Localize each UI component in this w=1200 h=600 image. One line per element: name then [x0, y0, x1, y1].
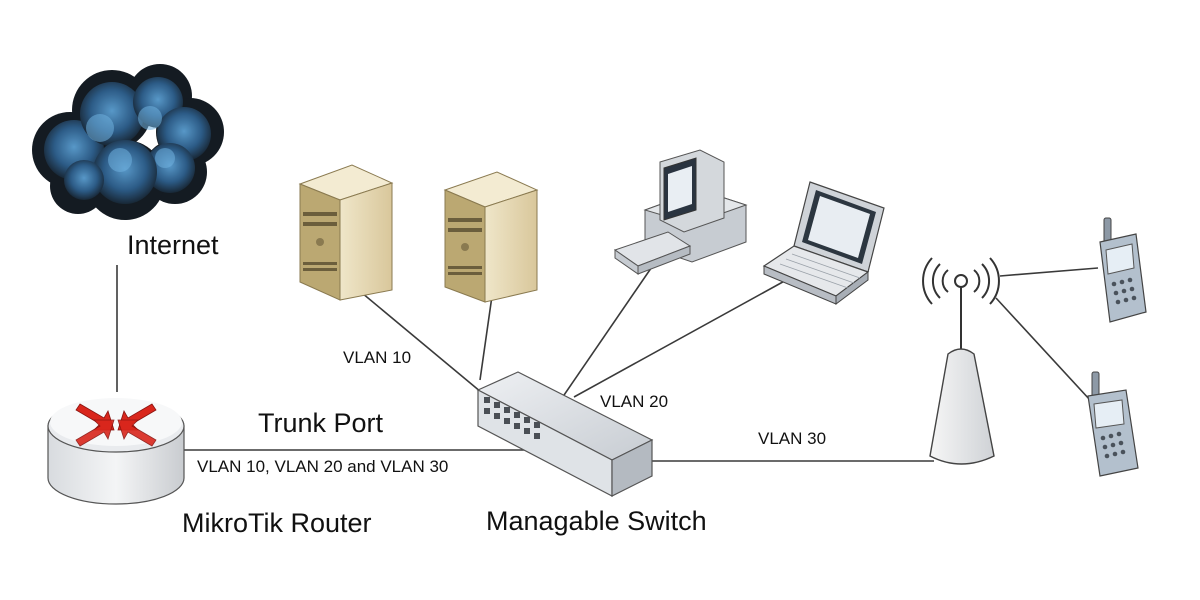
desktop-icon — [613, 149, 748, 275]
phone-icon — [1099, 217, 1147, 323]
server2-switch-link — [479, 295, 493, 381]
laptop-icon — [762, 181, 885, 305]
router-label: MikroTik Router — [182, 508, 372, 538]
server-icon — [298, 164, 394, 301]
laptop-switch-link — [573, 277, 791, 398]
ap-phone1-link — [999, 267, 1099, 277]
vlan20-label: VLAN 20 — [600, 392, 668, 411]
vlan30-label: VLAN 30 — [758, 429, 826, 448]
router-icon — [47, 398, 185, 505]
vlan10-label: VLAN 10 — [343, 348, 411, 367]
trunk-port-label: Trunk Port — [258, 408, 384, 438]
connections — [116, 257, 1099, 462]
switch-label: Managable Switch — [486, 506, 707, 536]
desktop-switch-link — [561, 257, 659, 399]
server1-switch-link — [355, 287, 488, 398]
phone-icon — [1087, 371, 1139, 477]
switch-icon — [476, 371, 654, 497]
wireless-ap-icon — [922, 257, 1000, 465]
trunk-vlans-label: VLAN 10, VLAN 20 and VLAN 30 — [197, 457, 448, 476]
internet-label: Internet — [127, 230, 219, 260]
cloud-icon — [32, 64, 224, 220]
ap-phone2-link — [995, 297, 1091, 401]
server-icon — [443, 171, 539, 303]
